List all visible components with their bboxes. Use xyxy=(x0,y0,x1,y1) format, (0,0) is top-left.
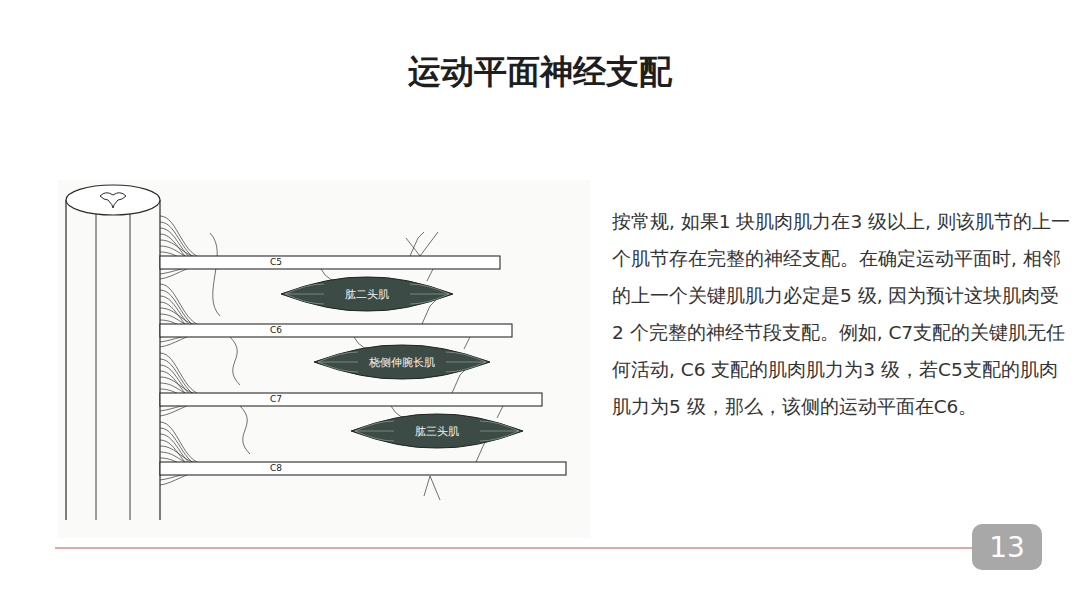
muscle-fibre xyxy=(480,421,519,431)
muscle-name: 肱三头肌 xyxy=(351,424,523,439)
muscle-name: 桡侧伸腕长肌 xyxy=(314,355,490,370)
muscle-fibre xyxy=(480,431,519,441)
nerve-rootlet xyxy=(160,290,205,329)
illustration-ground xyxy=(58,180,590,538)
muscle-fibre xyxy=(446,362,486,363)
footer-rule xyxy=(55,547,1030,548)
nerve-rootlet xyxy=(160,377,205,395)
spinal-nerves xyxy=(160,256,566,475)
muscle-fibre xyxy=(285,294,324,304)
spinal-cord xyxy=(66,185,160,520)
nerve-root-label: C8 xyxy=(268,463,284,474)
muscle-belly: 肱二头肌 xyxy=(281,276,453,312)
muscle-fibre xyxy=(318,362,358,372)
nerve-branch xyxy=(230,337,240,385)
explanation-text: 按常规, 如果1 块肌肉肌力在3 级以上, 则该肌节的上一个肌节存在完整的神经支… xyxy=(612,203,1070,425)
nerve-rootlet xyxy=(160,284,205,326)
motor-twig xyxy=(497,406,503,418)
muscle-shape xyxy=(281,277,453,311)
nerve-rootlet xyxy=(160,428,205,467)
nerve-bar xyxy=(160,256,500,269)
muscle-fibre xyxy=(285,284,324,294)
muscle-belly: 肱三头肌 xyxy=(351,413,523,449)
nerve-rootlet xyxy=(160,216,205,258)
muscle-fibre xyxy=(410,294,449,304)
nerve-fibers xyxy=(160,216,503,500)
nerve-rootlet xyxy=(160,353,205,395)
nerve-root-label: C7 xyxy=(268,394,284,405)
page-number: 13 xyxy=(989,531,1025,564)
muscle-fibre xyxy=(355,421,394,431)
motor-twig xyxy=(427,269,433,281)
slide-title: 运动平面神经支配 xyxy=(0,50,1080,95)
page-number-box: 13 xyxy=(972,524,1042,570)
nerve-branch xyxy=(406,232,438,256)
muscle-fibre xyxy=(446,352,486,362)
nerve-rootlet xyxy=(160,222,205,261)
nerve-rootlet xyxy=(160,446,205,464)
muscle-name: 肱二头肌 xyxy=(281,287,453,302)
nerve-bar xyxy=(160,393,542,406)
nerve-bar xyxy=(160,462,566,475)
nerve-root-label: C6 xyxy=(268,325,284,336)
nerve-rootlet xyxy=(160,359,205,398)
nerve-bar xyxy=(160,324,512,337)
muscle-fibre xyxy=(480,431,519,432)
nerve-rootlet xyxy=(160,240,205,258)
muscle-fibre xyxy=(355,431,394,441)
nerve-rootlet xyxy=(160,308,205,326)
muscle-shape xyxy=(351,414,523,448)
motor-twig xyxy=(464,337,470,349)
nerve-branch xyxy=(210,233,220,316)
nerve-branch xyxy=(424,476,440,500)
muscle-fibre xyxy=(318,352,358,362)
muscle-belly: 桡侧伸腕长肌 xyxy=(314,344,490,380)
nerve-branch xyxy=(240,406,250,454)
muscle-shape xyxy=(314,345,490,379)
muscle-fibre xyxy=(410,284,449,294)
muscle-fibre xyxy=(285,294,324,295)
muscle-fibre xyxy=(446,362,486,372)
muscle-fibre xyxy=(410,294,449,295)
muscle-fibre xyxy=(318,362,358,363)
nerve-root-label: C5 xyxy=(268,257,284,268)
nerve-rootlet xyxy=(160,422,205,464)
muscle-fibre xyxy=(355,431,394,432)
